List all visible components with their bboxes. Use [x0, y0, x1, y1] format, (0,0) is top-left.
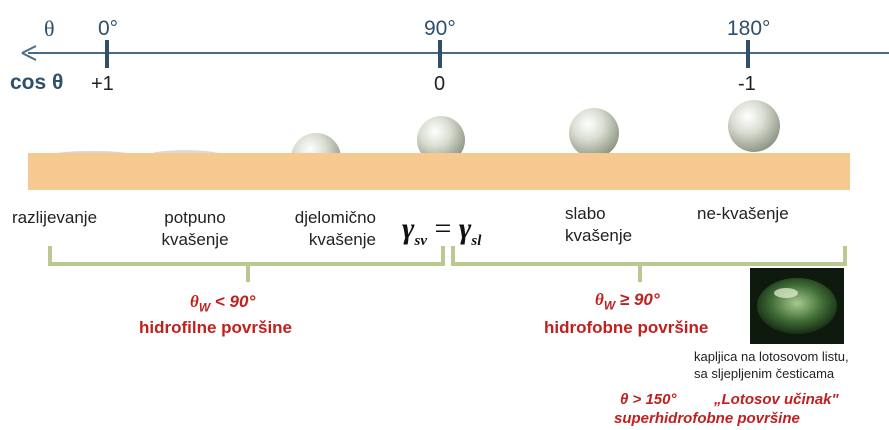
hydrophilic-bracket	[48, 246, 445, 266]
hydrophilic-theta: θ	[190, 292, 199, 311]
sv-subscript: sv	[414, 233, 427, 249]
label-partial-wetting: djelomično kvašenje	[266, 207, 376, 251]
droplet-poor	[569, 108, 619, 158]
equation-gamma: γsv = γsl	[402, 212, 481, 250]
full-wetting-line1: potpuno	[164, 208, 226, 227]
partial-wetting-line2: kvašenje	[308, 230, 376, 249]
droplet-nonwetting	[728, 100, 780, 152]
partial-wetting-line1: djelomično	[294, 208, 376, 227]
cos-value-90: 0	[434, 73, 446, 95]
hydrophilic-label: hidrofilne površine	[139, 318, 293, 337]
poor-wetting-line1: slabo	[565, 204, 606, 223]
full-wetting-line2: kvašenje	[161, 230, 229, 249]
sl-subscript: sl	[471, 233, 482, 249]
lotus-caption: kapljica na lotosovom listu, sa sljeplje…	[694, 348, 849, 382]
label-non-wetting: ne-kvašenje	[697, 204, 789, 223]
cos-value-0: +1	[91, 73, 114, 95]
hydrophilic-w-sub: W	[198, 300, 211, 315]
lotus-effect-label: „Lotosov učinak"	[714, 391, 839, 408]
tick-label-0: 0°	[98, 17, 119, 40]
superhydrophobic-label: superhidrofobne površine	[614, 410, 800, 427]
label-spreading: razlijevanje	[12, 208, 98, 227]
gamma-sl: γ	[458, 212, 472, 245]
gamma-sv: γ	[402, 212, 415, 245]
label-poor-wetting: slabo kvašenje	[565, 203, 632, 247]
poor-wetting-line2: kvašenje	[565, 226, 633, 245]
tick-label-90: 90°	[424, 17, 456, 40]
theta-symbol: θ	[44, 16, 55, 41]
superhydrophobic-condition: θ > 150°	[620, 391, 677, 408]
cos-value-180: -1	[738, 73, 756, 95]
lotus-caption-line1: kapljica na lotosovom listu,	[694, 349, 849, 364]
lotus-highlight	[774, 288, 798, 298]
hydrophobic-condition-rest: ≥ 90°	[619, 290, 660, 309]
hydrophobic-condition: θW ≥ 90°	[595, 290, 660, 312]
hydrophobic-label: hidrofobne površine	[544, 318, 709, 337]
hydrophobic-w-sub: W	[603, 298, 616, 313]
solid-surface	[28, 153, 850, 190]
hydrophilic-condition-rest: < 90°	[214, 292, 256, 311]
hydrophobic-theta: θ	[595, 290, 604, 309]
axis-arrow-icon	[21, 45, 37, 61]
droplet-90	[417, 116, 465, 164]
cos-label: cos θ	[10, 71, 64, 94]
label-full-wetting: potpuno kvašenje	[150, 207, 240, 251]
hydrophobic-bracket	[451, 246, 847, 266]
equals-sign: =	[434, 212, 452, 245]
lotus-caption-line2: sa sljepljenim česticama	[694, 366, 835, 381]
hydrophilic-condition: θW < 90°	[190, 292, 255, 314]
tick-label-180: 180°	[727, 17, 771, 40]
lotus-droplet	[757, 278, 837, 334]
